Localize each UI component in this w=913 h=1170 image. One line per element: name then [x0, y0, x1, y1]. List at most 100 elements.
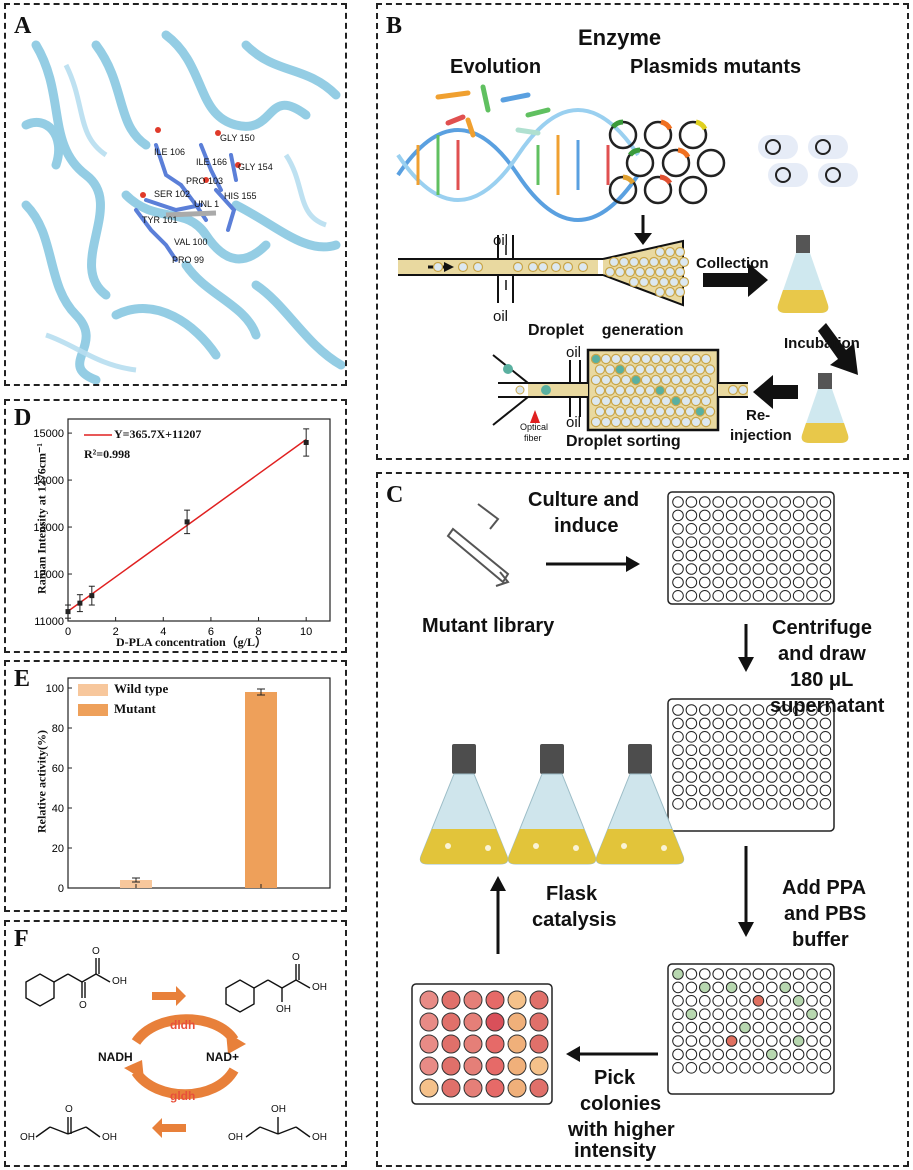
droplet-sorting-label: Droplet sorting [566, 433, 681, 450]
plate-well [739, 731, 751, 743]
culture-label-1: Culture and [528, 489, 640, 511]
plate-well [712, 968, 725, 980]
plate-well [779, 509, 792, 522]
droplet [674, 364, 686, 375]
centrifuge-label-4: supernatant [770, 695, 885, 717]
droplet [638, 276, 650, 288]
plate-well [806, 968, 818, 980]
oh-pp: OH [112, 976, 127, 987]
plate-well [819, 704, 832, 716]
droplet [628, 276, 640, 288]
droplet [630, 395, 642, 407]
plate-well [712, 784, 725, 797]
culture-label-2: induce [554, 515, 619, 537]
plate-well [712, 1021, 725, 1034]
plate-well [766, 1021, 778, 1034]
plate-well [806, 704, 818, 716]
plate-well [779, 744, 792, 757]
plate-well [766, 1062, 778, 1074]
optical-fiber-label-1: Optical [520, 422, 549, 432]
plate-well [779, 1035, 792, 1047]
plate-well [752, 784, 765, 797]
plate-well [685, 576, 698, 589]
droplet [590, 395, 602, 407]
plate-well [712, 536, 725, 548]
droplet [590, 353, 602, 365]
droplet [700, 416, 712, 428]
droplet [674, 286, 686, 298]
plate-well [806, 1048, 818, 1061]
oil-label-sort-top: oil [566, 344, 582, 361]
colony [441, 1078, 461, 1098]
droplet [664, 385, 676, 396]
plate-well [792, 576, 805, 589]
droplet [654, 266, 666, 278]
incubation-label: Incubation [784, 335, 860, 352]
colony [441, 1034, 461, 1054]
plate-well [699, 509, 711, 522]
droplet [684, 364, 696, 375]
flask-collection-icon [777, 235, 829, 313]
droplet [694, 385, 706, 396]
droplet-workflow [396, 84, 858, 443]
droplet [610, 395, 622, 407]
plate-well [739, 995, 751, 1007]
plate-well [779, 1062, 792, 1074]
plate-well [699, 717, 711, 730]
plate-well [672, 981, 684, 994]
plate-well [766, 509, 778, 522]
plate-well [725, 744, 738, 757]
plate-well [752, 995, 765, 1007]
plate-well [806, 549, 818, 562]
plate-well [725, 590, 738, 602]
droplet [614, 406, 626, 417]
add-label-1: Add PPA [782, 877, 867, 899]
plate-well [712, 563, 725, 575]
droplet [650, 395, 662, 407]
plate-well [739, 1048, 751, 1061]
plate-well [725, 1048, 738, 1061]
plate-well [739, 1035, 751, 1047]
plate-well [672, 1048, 684, 1061]
colony [529, 1034, 549, 1054]
colony [485, 1034, 505, 1054]
plate-well [779, 995, 792, 1007]
droplet [737, 384, 749, 396]
plate-well [685, 981, 698, 994]
droplet [640, 395, 652, 407]
y-tick-label: 20 [52, 843, 64, 855]
optical-fiber-label-2: fiber [524, 433, 542, 443]
oh-dha-right: OH [102, 1132, 117, 1143]
droplet [654, 385, 666, 396]
droplet [608, 256, 620, 268]
plate-well [779, 1021, 792, 1034]
plate-well [725, 704, 738, 716]
plate-well [672, 563, 684, 575]
plate-well [752, 1008, 765, 1021]
plate-well [739, 744, 751, 757]
plate-well [779, 968, 792, 980]
plate-well [766, 731, 778, 743]
colony [419, 1056, 439, 1076]
colony [441, 1012, 461, 1032]
plate-well [672, 496, 684, 508]
plate-well [792, 798, 805, 810]
plate-well [712, 757, 725, 770]
y-tick-label: 14000 [33, 475, 64, 487]
droplet [668, 276, 680, 288]
reinjection-label-1: Re- [746, 407, 771, 424]
dna-helix-icon [396, 108, 640, 222]
droplet [660, 353, 672, 365]
plate-well [725, 1021, 738, 1034]
x-tick-label: 4 [160, 626, 166, 638]
plate-well [752, 771, 765, 783]
colony [529, 1056, 549, 1076]
flask-icon [507, 744, 597, 865]
plate-well [779, 536, 792, 548]
plate-well [672, 995, 684, 1007]
oh-dha-left: OH [20, 1132, 35, 1143]
plate-well [779, 523, 792, 535]
